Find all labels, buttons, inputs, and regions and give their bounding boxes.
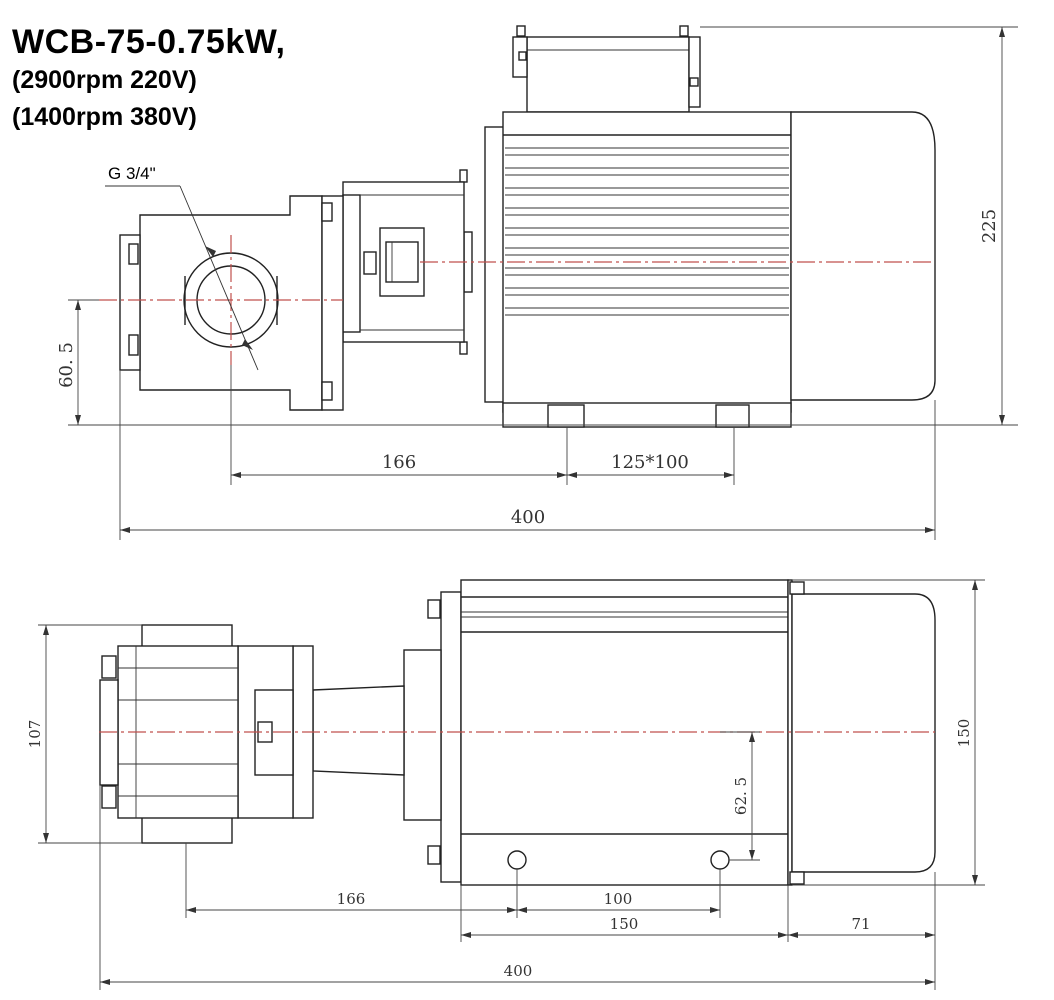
pump-top — [99, 624, 314, 844]
dim-hole-offset-62-5: 62. 5 — [732, 777, 750, 815]
dim-port-to-foot-166: 166 — [382, 452, 416, 473]
dim-fan-length-71: 71 — [851, 915, 870, 933]
dim-total-length-400-top: 400 — [504, 962, 533, 980]
front-view: G 3/4" 225 60. 5 166 125*100 400 — [56, 25, 1018, 540]
dim-hole-spacing-100: 100 — [604, 890, 633, 908]
dim-base-length-150: 150 — [610, 915, 639, 933]
dim-pump-width-107: 107 — [26, 720, 44, 749]
dim-pump-to-hole-166: 166 — [337, 890, 366, 908]
dim-mount-125x100: 125*100 — [611, 452, 689, 473]
dim-height-225: 225 — [979, 209, 1000, 243]
bracket-top — [312, 649, 442, 821]
bolt-icon — [459, 341, 468, 355]
dim-motor-width-150: 150 — [955, 719, 973, 748]
port-leader: G 3/4" — [105, 164, 259, 371]
spec-line-2900rpm: (2900rpm 220V) — [12, 66, 197, 94]
top-view: 107 150 62. 5 166 100 150 71 400 — [26, 579, 985, 990]
terminal-box — [512, 25, 701, 113]
motor-body — [484, 111, 936, 428]
spec-line-1400rpm: (1400rpm 380V) — [12, 103, 197, 131]
model-title: WCB-75-0.75kW, — [12, 23, 286, 61]
dim-axis-height-60-5: 60. 5 — [56, 342, 77, 388]
title-block: WCB-75-0.75kW, (2900rpm 220V) (1400rpm 3… — [12, 22, 285, 136]
port-size-label: G 3/4" — [108, 164, 156, 183]
dim-total-length-400: 400 — [511, 507, 545, 528]
bolt-icon — [459, 169, 468, 183]
